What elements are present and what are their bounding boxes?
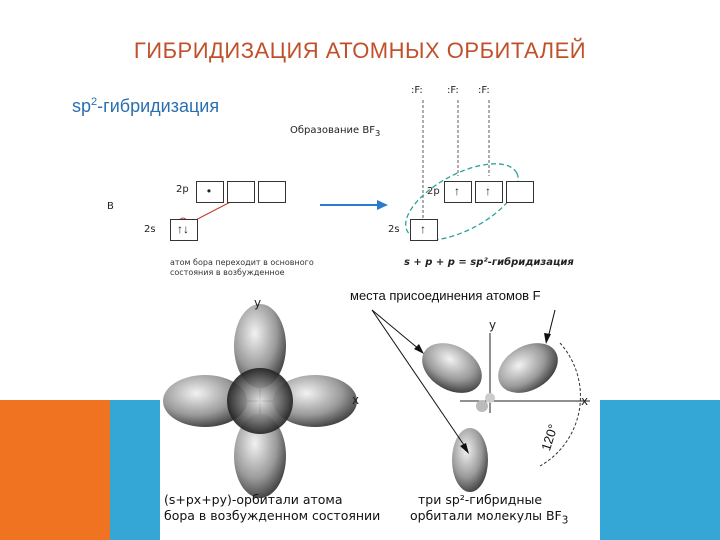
right-2p-label: 2p bbox=[427, 186, 440, 197]
right-2s-label: 2s bbox=[388, 224, 400, 235]
caption-right-line2: орбитали молекулы BF3 bbox=[410, 508, 568, 529]
subtitle-main: sp bbox=[72, 96, 92, 116]
left-2p-box-2 bbox=[227, 181, 255, 203]
fluorine-2: :F: bbox=[447, 85, 459, 96]
orbital-shapes-figure bbox=[163, 304, 590, 498]
electron-up-arrow: ↑ bbox=[454, 184, 460, 198]
right-2p-box-3 bbox=[506, 181, 534, 203]
axis-x-right: x bbox=[581, 394, 589, 408]
left-2s-label: 2s bbox=[144, 224, 156, 235]
left-2p-label: 2p bbox=[176, 184, 189, 195]
caption-left-line2: бора в возбужденном состоянии bbox=[164, 508, 381, 523]
bf3-heading-sub: 3 bbox=[374, 128, 381, 138]
axis-y-left: y bbox=[254, 296, 262, 310]
electron-pair-arrows: ↑↓ bbox=[177, 222, 189, 236]
left-2p-box-1 bbox=[196, 181, 224, 203]
attachment-caption: места присоединения атомов F bbox=[350, 288, 541, 303]
caption-left-line1: (s+px+py)-орбитали атома bbox=[164, 492, 343, 507]
boron-symbol: B bbox=[107, 201, 114, 212]
subtitle-rest: -гибридизация bbox=[97, 96, 220, 116]
left-2s-box bbox=[170, 219, 198, 241]
right-2p-box-1 bbox=[444, 181, 472, 203]
electron-up-arrow: ↑ bbox=[420, 222, 426, 236]
axis-x-left: x bbox=[352, 393, 360, 407]
slide-subtitle: sp2-гибридизация bbox=[72, 96, 219, 117]
caption-right-text: орбитали молекулы BF bbox=[410, 508, 562, 523]
electron-up-arrow: ↑ bbox=[485, 184, 491, 198]
caption-right-sub: 3 bbox=[561, 514, 569, 527]
boron-note-line1: атом бора переходит в основного bbox=[170, 258, 314, 267]
boron-note-line2: состояния в возбужденное bbox=[170, 268, 285, 277]
subtitle-sup: 2 bbox=[91, 96, 98, 108]
right-2p-box-2 bbox=[475, 181, 503, 203]
hybridization-equation: s + p + p = sp²-гибридизация bbox=[404, 257, 574, 268]
bf3-heading-text: Образование BF bbox=[290, 125, 375, 136]
bf3-heading: Образование BF3 bbox=[290, 125, 380, 138]
axis-y-right: y bbox=[489, 318, 497, 332]
orbital-diagram-lines bbox=[176, 100, 519, 241]
caption-right-line1: три sp²-гибридные bbox=[418, 492, 543, 507]
slide-title: ГИБРИДИЗАЦИЯ АТОМНЫХ ОРБИТАЛЕЙ bbox=[133, 38, 587, 63]
right-2s-box bbox=[410, 219, 438, 241]
electron-up-arrow: • bbox=[206, 184, 212, 198]
fluorine-3: :F: bbox=[478, 85, 490, 96]
fluorine-1: :F: bbox=[411, 85, 423, 96]
left-2p-box-3 bbox=[258, 181, 286, 203]
